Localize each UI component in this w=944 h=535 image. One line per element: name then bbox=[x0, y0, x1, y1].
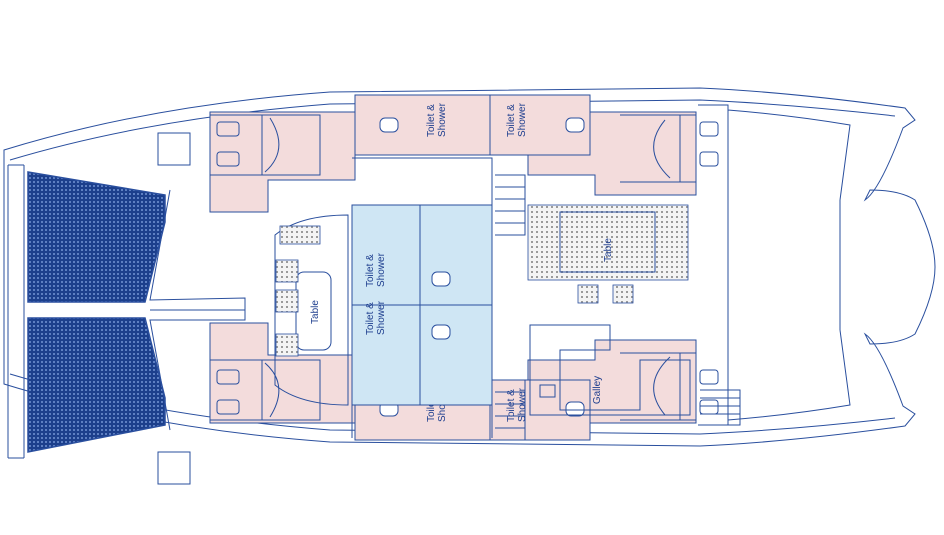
pillow-icon bbox=[216, 121, 240, 137]
pillow-icon bbox=[699, 151, 719, 167]
sink-icon bbox=[539, 384, 556, 398]
toilet-icon bbox=[379, 117, 399, 133]
stairs-top bbox=[495, 174, 526, 236]
label-toilet-top-1: Toilet &Shower bbox=[426, 102, 448, 137]
bow-frame bbox=[7, 164, 246, 459]
toilet-icon bbox=[565, 117, 585, 133]
pillow-icon bbox=[699, 121, 719, 137]
berth-bottom-right bbox=[620, 352, 697, 421]
trampoline-net-top bbox=[27, 171, 166, 303]
pillow-icon bbox=[699, 369, 719, 385]
label-table-salon: Table bbox=[603, 238, 614, 262]
cushion bbox=[275, 289, 299, 313]
salon-seating bbox=[527, 204, 689, 281]
toilet-icon bbox=[431, 324, 451, 340]
stool bbox=[577, 284, 599, 304]
pillow-icon bbox=[216, 369, 240, 385]
label-toilet-top-2: Toilet &Shower bbox=[506, 102, 528, 137]
hatch-top bbox=[157, 132, 191, 166]
galley-counter bbox=[529, 324, 691, 416]
berth-top-left bbox=[210, 114, 321, 176]
cushion bbox=[279, 225, 321, 245]
label-toilet-bot-2: Toilet &Shower bbox=[506, 387, 528, 422]
port-seating bbox=[274, 214, 349, 406]
cushion bbox=[275, 333, 299, 357]
label-toilet-mid-1: Toilet &Shower bbox=[365, 252, 387, 287]
berth-top-right bbox=[620, 114, 697, 183]
stool bbox=[612, 284, 634, 304]
toilet-icon bbox=[431, 271, 451, 287]
pillow-icon bbox=[216, 151, 240, 167]
hull-outline bbox=[3, 87, 936, 447]
cabin-top-left bbox=[209, 111, 356, 213]
hatch-bottom bbox=[157, 451, 191, 485]
pillow-icon bbox=[216, 399, 240, 415]
pillow-icon bbox=[699, 399, 719, 415]
aft-cockpit bbox=[698, 104, 851, 426]
head-top-1 bbox=[354, 94, 491, 156]
label-galley: Galley bbox=[592, 376, 603, 404]
aft-steps bbox=[700, 389, 741, 426]
label-toilet-mid-2: Toilet &Shower bbox=[365, 300, 387, 335]
trampoline-net-bottom bbox=[27, 317, 166, 453]
salon-partitions bbox=[351, 157, 493, 438]
toilet-icon bbox=[565, 401, 585, 417]
label-table-port: Table bbox=[310, 300, 321, 324]
stairs-bottom bbox=[495, 379, 526, 441]
salon-table bbox=[559, 211, 656, 273]
cushion bbox=[275, 259, 299, 283]
